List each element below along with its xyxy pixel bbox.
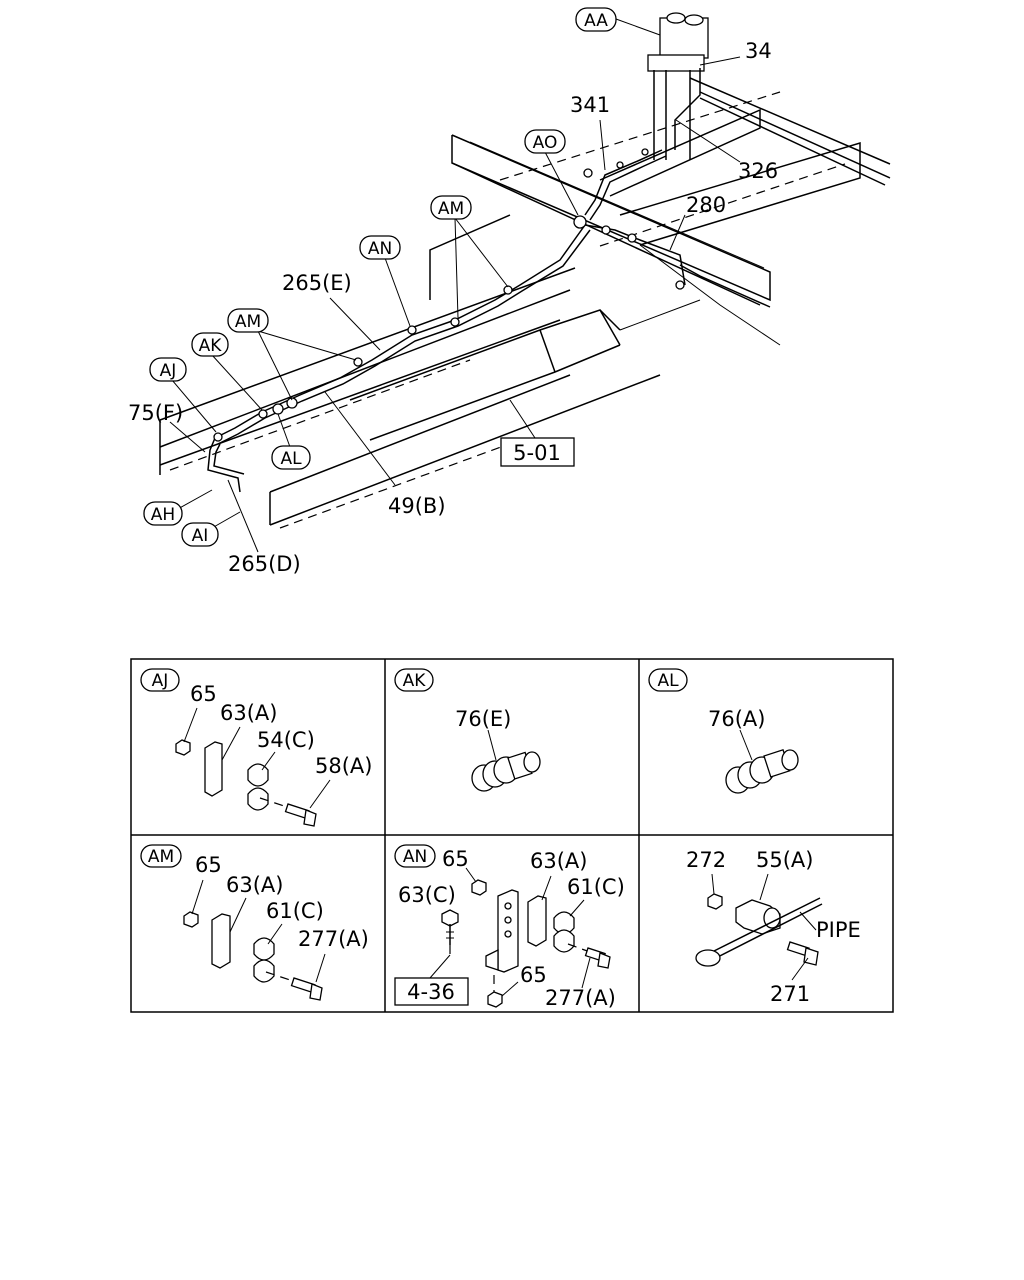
fitting-76e [471, 751, 541, 792]
panel-al: AL 76(A) [648, 668, 799, 794]
ref-4-36: 4-36 [407, 980, 455, 1004]
label-49b: 49(B) [388, 494, 446, 518]
callout-al: AL [280, 449, 302, 469]
bracket-63a [204, 726, 241, 797]
reservoir-tank [647, 12, 709, 160]
callout-ah: AH [151, 505, 175, 525]
part-label: 271 [770, 982, 810, 1006]
part-label: 61(C) [266, 899, 324, 923]
nut-65-top [465, 867, 487, 896]
panel-am: AM 65 63(A) 61(C) 277(A) [140, 844, 369, 1001]
clip-61c [553, 899, 585, 953]
part-label: 65 [442, 847, 469, 871]
overview-labels: 34 341 326 280 265(E) 75(F) 49(B) 265(D)… [128, 39, 778, 576]
detail-grid [130, 658, 894, 1013]
cross-member [451, 134, 771, 308]
callout-am: AM [438, 199, 464, 219]
nut-272 [707, 873, 723, 910]
part-label: 55(A) [756, 848, 813, 872]
bolt-271 [786, 941, 819, 981]
panel-ak: AK 76(E) [394, 668, 541, 792]
overview-leaders [169, 18, 741, 553]
panel-tag: AK [403, 671, 427, 691]
part-label: 54(C) [257, 728, 315, 752]
part-label: 65 [520, 963, 547, 987]
panel-aj: AJ 65 63(A) 54(C) 58(A) [140, 668, 372, 827]
label-75f: 75(F) [128, 401, 183, 425]
bolt-277a [265, 953, 326, 1001]
bolt-63c [429, 909, 459, 979]
label-ref-5-01: 5-01 [513, 441, 561, 465]
part-label: PIPE [816, 918, 861, 942]
panel-tag: AL [657, 671, 679, 691]
overview-callouts: AA AO AM AN AM AK AJ AL AH AI [143, 7, 617, 547]
label-280: 280 [686, 193, 726, 217]
part-label: 63(A) [226, 873, 283, 897]
callout-ai: AI [192, 526, 209, 546]
label-34: 34 [745, 39, 772, 63]
label-341: 341 [570, 93, 610, 117]
part-label: 76(E) [455, 707, 511, 731]
pipe-line [695, 897, 823, 967]
bracket-long [485, 889, 519, 973]
part-label: 61(C) [567, 875, 625, 899]
part-label: 63(C) [398, 883, 456, 907]
part-label: 63(A) [220, 701, 277, 725]
label-326: 326 [738, 159, 778, 183]
callout-ak: AK [199, 336, 223, 356]
pipe-clamps [213, 148, 685, 442]
clamp-55a [735, 873, 781, 935]
panel-tag: AJ [152, 671, 169, 691]
bracket-63a [527, 875, 552, 947]
callout-am-2: AM [235, 312, 261, 332]
clip-54c [247, 751, 276, 811]
fuel-tank [349, 299, 701, 441]
nut-65-bottom [487, 975, 519, 1008]
brake-pipe [207, 149, 686, 493]
panel-tag: AM [148, 847, 174, 867]
nut-65 [175, 707, 198, 756]
callout-aj: AJ [160, 361, 177, 381]
part-label: 272 [686, 848, 726, 872]
callout-aa: AA [584, 11, 608, 31]
nut-65 [183, 879, 204, 928]
part-label: 58(A) [315, 754, 372, 778]
fitting-76a [725, 749, 799, 794]
part-label: 63(A) [530, 849, 587, 873]
part-label: 76(A) [708, 707, 765, 731]
part-label: 277(A) [298, 927, 369, 951]
part-label: 277(A) [545, 986, 616, 1010]
bracket-63a [211, 897, 247, 969]
panel-an: AN 65 63(A) 61(C) 63(C) 65 277(A) [394, 844, 625, 1010]
chassis-overview: AA AO AM AN AM AK AJ AL AH AI 34 341 326… [128, 7, 891, 576]
panel-pipe: 272 55(A) PIPE 271 [686, 848, 861, 1006]
ref-box-5-01 [500, 437, 575, 467]
callout-ao: AO [533, 133, 558, 153]
ref-box-4-36 [394, 977, 469, 1006]
frame-rails [159, 77, 891, 529]
bolt-58a [259, 779, 331, 827]
label-265d: 265(D) [228, 552, 301, 576]
label-265e: 265(E) [282, 271, 352, 295]
callout-an: AN [368, 239, 392, 259]
bolt-277a [567, 943, 611, 989]
panel-tag: AN [403, 847, 427, 867]
part-label: 65 [195, 853, 222, 877]
part-label: 65 [190, 682, 217, 706]
clip-61c [253, 923, 283, 983]
